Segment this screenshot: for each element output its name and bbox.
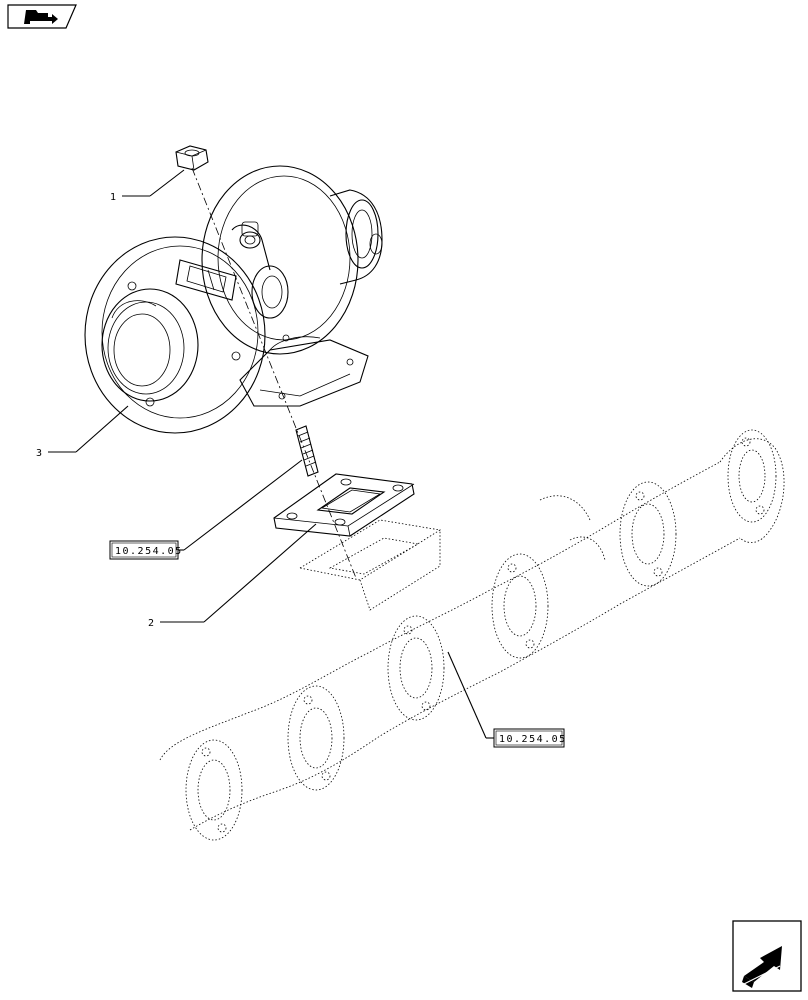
previous-page-nav-icon[interactable]	[7, 4, 77, 29]
callout-2-leader	[160, 523, 317, 623]
ref-box-manifold[interactable]: 10.254.05	[493, 728, 567, 748]
callout-3-label: 3	[36, 448, 43, 459]
ref-box-manifold-label: 10.254.05	[499, 734, 567, 745]
ref-box-stud[interactable]: 10.254.05	[109, 540, 183, 560]
callout-2-label: 2	[148, 618, 155, 629]
ref-manifold-leader	[447, 651, 494, 739]
callout-1-leader	[122, 169, 185, 197]
exhaust-manifold	[159, 429, 785, 841]
callout-3-leader	[48, 405, 129, 453]
turbocharger-part	[84, 165, 383, 434]
nut-part	[175, 145, 209, 171]
callout-1-label: 1	[110, 192, 117, 203]
gasket-part	[273, 473, 415, 537]
ref-stud-leader	[178, 459, 303, 551]
assembly-axis	[191, 167, 357, 579]
ref-box-stud-label: 10.254.05	[115, 546, 183, 557]
next-page-arrow-icon[interactable]	[732, 920, 802, 992]
stud-part	[295, 425, 319, 477]
